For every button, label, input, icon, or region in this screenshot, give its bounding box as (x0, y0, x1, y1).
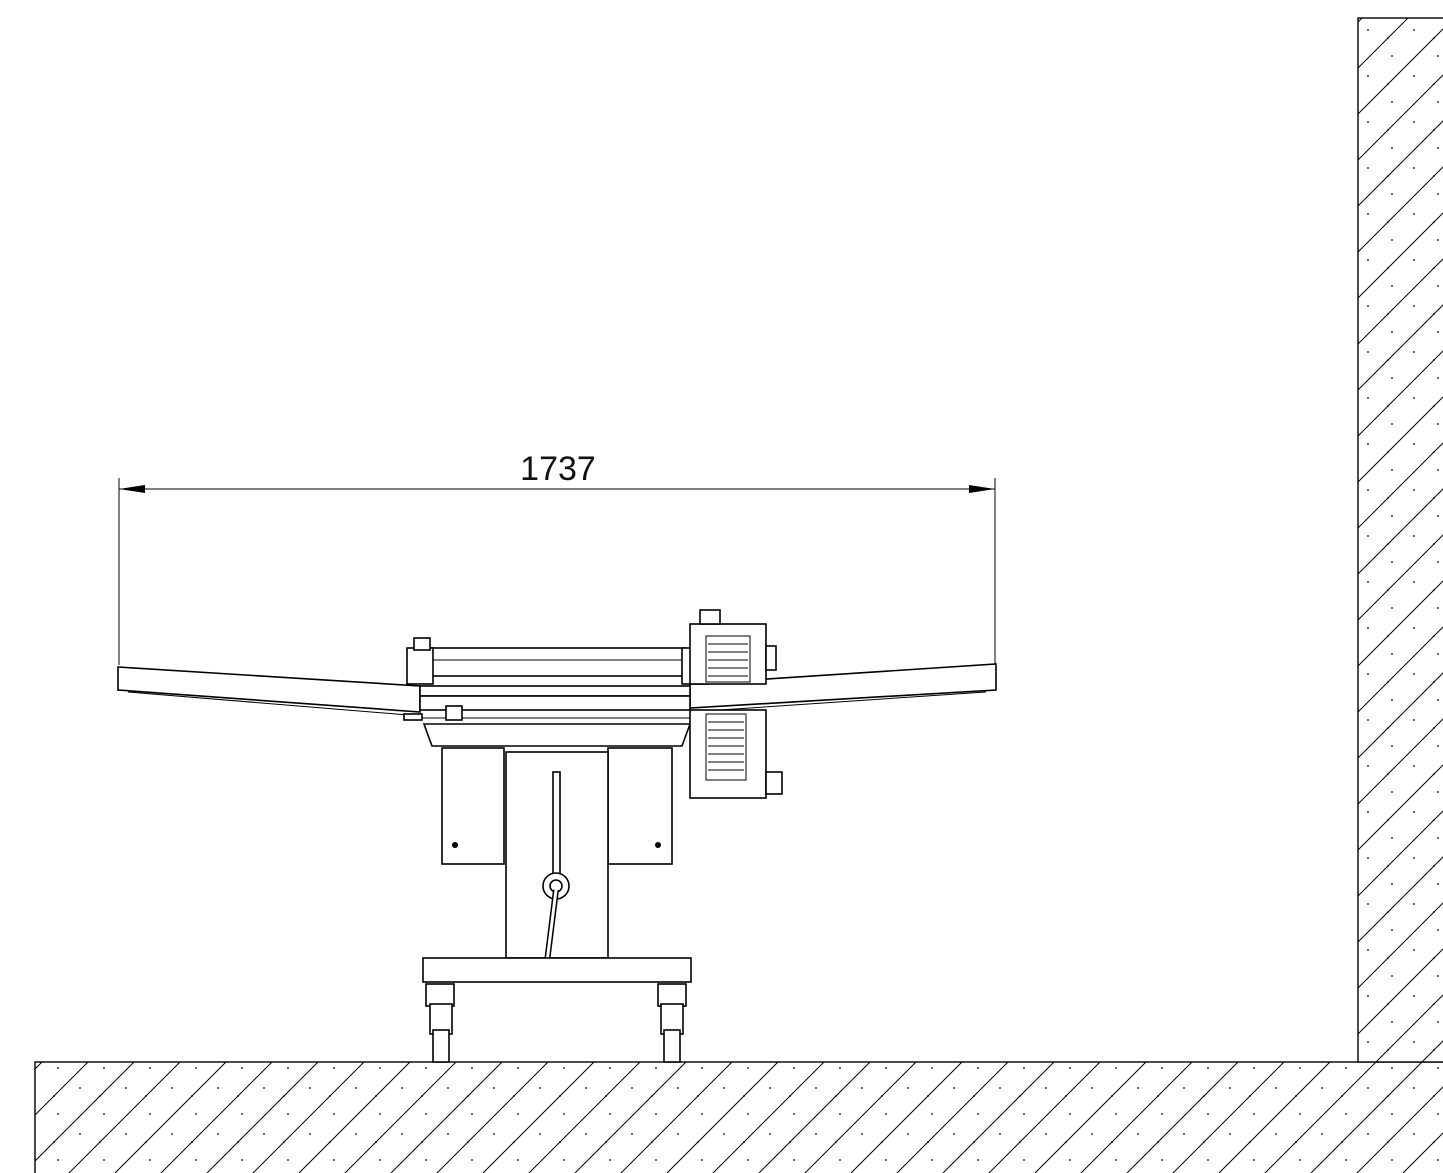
caster-right (657, 983, 687, 1063)
dimension-label: 1737 (520, 450, 596, 488)
machine (117, 609, 997, 1063)
floor-hatch (34, 1061, 1443, 1173)
vent-grille-bottom (705, 713, 747, 781)
vent-grille-top (705, 635, 751, 683)
wall-hatch (1357, 17, 1443, 1063)
caster-left (425, 983, 455, 1063)
dimension-line: 1737 (118, 450, 996, 665)
